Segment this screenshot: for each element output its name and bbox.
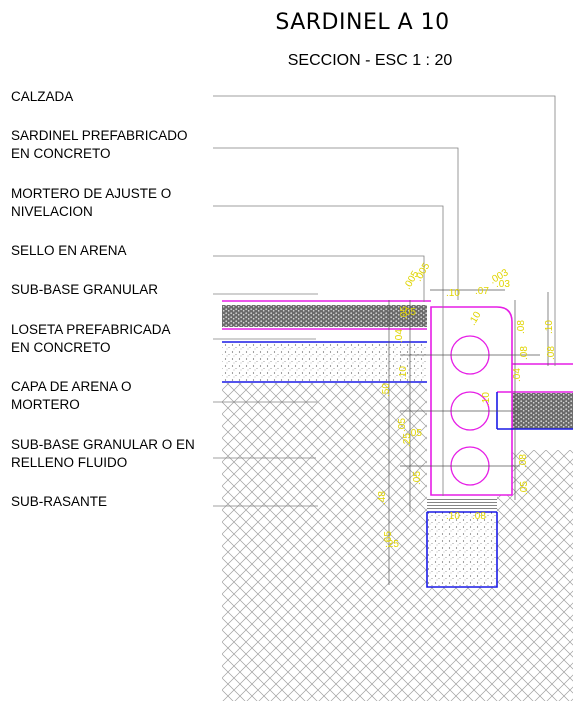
dimension-label: .10 [446,288,460,299]
dimension-label: .08 [546,346,557,360]
dimension-label: .04 [394,329,405,343]
dimension-label: .25 [385,539,399,550]
dimension-label: .50 [381,383,392,397]
dimension-label: .10 [544,320,555,334]
dimension-label: .10 [446,511,460,522]
dimension-label: .08 [516,320,527,334]
label-sardinel-prefabricado: SARDINEL PREFABRICADO EN CONCRETO [11,128,188,161]
label-sub-rasante: SUB-RASANTE [11,494,108,509]
label-calzada: CALZADA [11,89,74,104]
dimension-label: .05 [399,306,410,320]
dimension-label: .10 [481,392,492,406]
dimension-label: .25 [402,433,413,447]
dimension-label: .05 [397,418,408,432]
dimension-label: .04 [512,368,523,382]
mortar-bed [427,497,497,511]
dimension-label: .10 [398,366,409,380]
dimension-label: .08 [472,511,486,522]
label-loseta-prefabricada: LOSETA PREFABRICADA EN CONCRETO [11,322,171,355]
drawing-title: SARDINEL A 10 [275,10,450,35]
label-sello-en-arena: SELLO EN ARENA [11,243,127,258]
dimension-label: .05 [402,307,416,318]
dimension-label: .07 [475,286,489,297]
capa-arena-layer [222,342,427,382]
leader-lines [213,95,556,507]
road-surface-line [497,363,573,393]
sidewalk-surface-line [222,300,431,330]
label-mortero-de-ajuste: MORTERO DE AJUSTE O NIVELACION [11,186,172,219]
label-sub-base-relleno-fluido: SUB-BASE GRANULAR O EN RELLENO FLUIDO [11,437,195,470]
dimension-label: .05 [519,481,530,495]
label-capa-de-arena: CAPA DE ARENA O MORTERO [11,379,132,412]
blue-boundary-lines [222,341,573,588]
dimension-label: .08 [519,346,530,360]
dimension-label: .05 [412,471,423,485]
dimension-label: .08 [518,454,529,468]
dimension-label: .03 [496,279,510,290]
label-sub-base-granular: SUB-BASE GRANULAR [11,282,159,297]
dimension-lines [388,289,549,585]
dimension-label: .48 [377,491,388,505]
subrasante-hatch [222,383,573,701]
curb-foundation [427,512,497,587]
dimension-label: .05 [408,428,422,439]
drawing-subtitle: SECCION - ESC 1 : 20 [287,52,453,69]
dimension-label: .65 [383,531,394,545]
loseta-layer [222,305,427,327]
